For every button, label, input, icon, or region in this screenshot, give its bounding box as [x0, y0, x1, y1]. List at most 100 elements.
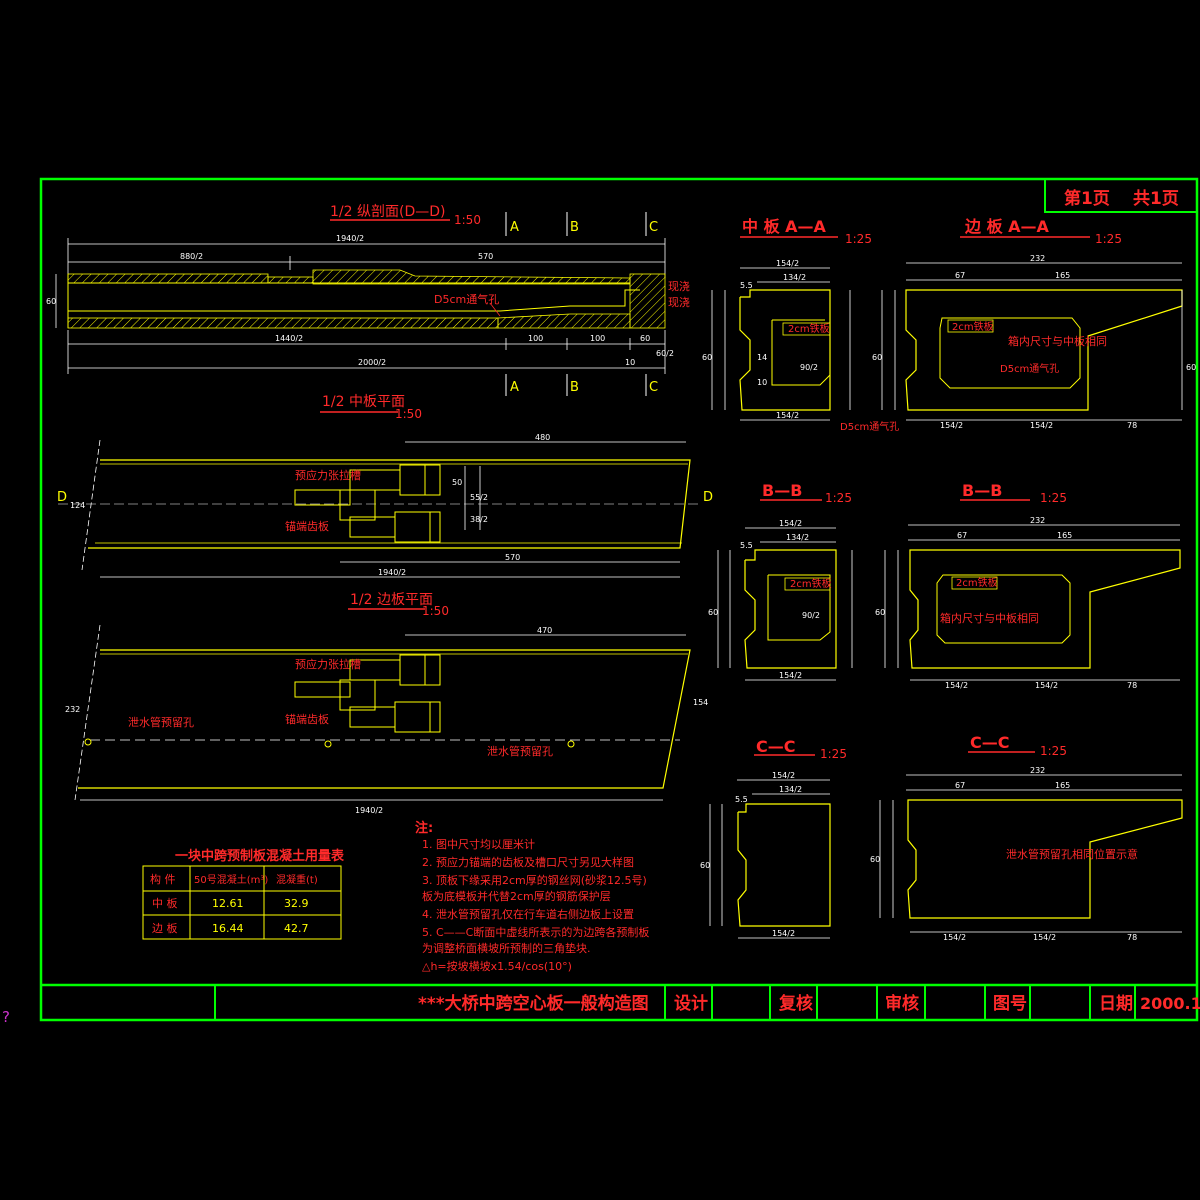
- table-row-1-weight: 42.7: [284, 922, 309, 935]
- edge-plan-dim-top: 470: [537, 626, 552, 635]
- edge-bb-section: B—B 1:25 232 67 165 2cm铁板 箱内尺寸与中板相同 154/…: [875, 481, 1181, 690]
- table-header-weight: 混凝重(t): [276, 873, 318, 886]
- edge-cc-left: 67: [955, 781, 965, 790]
- mid-cc-bot: 154/2: [772, 929, 795, 938]
- edge-bb-inner-label: 箱内尺寸与中板相同: [940, 611, 1039, 625]
- mid-aa-vent: D5cm通气孔: [840, 420, 899, 433]
- section-mark-b-bottom: B: [570, 380, 579, 395]
- mid-bb-steel-label: 2cm铁板: [790, 577, 832, 590]
- edge-aa-scale: 1:25: [1095, 232, 1122, 246]
- edge-aa-left: 67: [955, 271, 965, 280]
- mid-bb-w3: 90/2: [802, 611, 820, 620]
- note-line-7: 为调整桥面横坡所预制的三角垫块.: [422, 941, 591, 955]
- note-line-6: 5. C——C断面中虚线所表示的为边跨各预制板: [422, 925, 649, 939]
- dim-height: 60: [46, 297, 56, 306]
- mid-cc-title: C—C: [756, 737, 795, 756]
- edge-bb-left: 67: [957, 531, 967, 540]
- section-mark-a-top: A: [510, 220, 519, 235]
- quantity-table-title: 一块中跨预制板混凝土用量表: [175, 848, 345, 864]
- title-block: [214, 985, 1136, 1020]
- long-section-view: 1/2 纵剖面(D—D) 1:50 A B C A B C 1940/2 880…: [46, 204, 690, 396]
- dim-total-bottom: 2000/2: [358, 358, 386, 367]
- mid-aa-title: 中 板 A—A: [742, 217, 827, 236]
- note-line-8: △h=按坡横坡x1.54/cos(10°): [422, 959, 572, 973]
- section-mark-d-right: D: [703, 490, 713, 505]
- side-pour-label-2: 现浇: [668, 296, 690, 309]
- edge-aa-vent-label: D5cm通气孔: [1000, 362, 1059, 375]
- edge-plan-view: 1/2 边板平面 1:50 470 预应力张拉槽 锚端齿板 泄水管预留孔 泄水管…: [65, 592, 708, 815]
- edge-aa-bot2: 154/2: [1030, 421, 1053, 430]
- edge-cc-section: C—C 1:25 232 67 165 泄水管预留孔相同位置示意 154/2 1…: [870, 733, 1183, 942]
- edge-bb-h60: 60: [875, 608, 885, 617]
- dim-b3: 60: [640, 334, 650, 343]
- page-number: 第1页: [1064, 188, 1110, 209]
- mid-aa-h10: 10: [757, 378, 767, 387]
- section-mark-c-bottom: C: [649, 380, 658, 395]
- mid-aa-w2: 134/2: [783, 273, 806, 282]
- dim-right: 570: [478, 252, 493, 261]
- section-mark-a-bottom: A: [510, 380, 519, 395]
- note-line-1: 1. 图中尺寸均以厘米计: [422, 837, 535, 851]
- edge-aa-bot1: 154/2: [940, 421, 963, 430]
- edge-aa-h60r: 60: [1186, 363, 1196, 372]
- long-vent-label: D5cm通气孔: [434, 292, 499, 306]
- table-row-1-concrete: 16.44: [212, 922, 244, 935]
- mid-plan-dim-top: 480: [535, 433, 550, 442]
- section-mark-d-left: D: [57, 490, 67, 505]
- edge-plan-width: 232: [65, 705, 80, 714]
- mid-bb-title: B—B: [762, 481, 802, 500]
- mid-aa-w1: 154/2: [776, 259, 799, 268]
- mid-dim-d1: 50: [452, 478, 462, 487]
- notes-title: 注:: [415, 820, 433, 836]
- design-label: 设计: [674, 993, 708, 1014]
- note-line-2: 2. 预应力锚端的齿板及槽口尺寸另见大样图: [422, 855, 634, 869]
- edge-bb-steel-label: 2cm铁板: [956, 576, 998, 589]
- section-mark-c-top: C: [649, 220, 658, 235]
- mid-aa-h60: 60: [702, 353, 712, 362]
- edge-aa-title: 边 板 A—A: [964, 217, 1050, 236]
- mid-bb-scale: 1:25: [825, 491, 852, 505]
- edge-bb-bot1: 154/2: [945, 681, 968, 690]
- edge-bb-bot2: 154/2: [1035, 681, 1058, 690]
- mid-plan-view: 1/2 中板平面 1:50 480 D D 124 预应力张拉槽 锚端齿板: [57, 394, 713, 578]
- edge-plan-dim-bottom: 1940/2: [355, 806, 383, 815]
- edge-plan-side: 154: [693, 698, 708, 707]
- mid-aa-h14: 14: [757, 353, 767, 362]
- edge-cc-h60: 60: [870, 855, 880, 864]
- long-section-scale: 1:50: [454, 213, 481, 227]
- mid-dim-d2: 55/2: [470, 493, 488, 502]
- edge-cc-bot3: 78: [1127, 933, 1137, 942]
- corner-mark: ?: [2, 1008, 10, 1026]
- long-section-title: 1/2 纵剖面(D—D): [330, 204, 445, 220]
- dim-gap: 10: [625, 358, 635, 367]
- mid-plan-title: 1/2 中板平面: [322, 394, 405, 410]
- mid-cc-h60: 60: [700, 861, 710, 870]
- note-line-3: 3. 顶板下缘采用2cm厚的钢丝网(砂浆12.5号): [422, 873, 647, 887]
- edge-aa-section: 边 板 A—A 1:25 232 67 165 2cm铁板 箱内尺寸与中板相同 …: [872, 217, 1196, 430]
- edge-aa-h60: 60: [872, 353, 882, 362]
- table-row-1-name: 边 板: [152, 921, 178, 935]
- edge-cc-bot1: 154/2: [943, 933, 966, 942]
- note-line-5: 4. 泄水管预留孔仅在行车道右侧边板上设置: [422, 907, 634, 921]
- edge-anchor-tooth-label: 锚端齿板: [285, 712, 329, 726]
- check-label: 复核: [778, 993, 813, 1014]
- edge-cc-title: C—C: [970, 733, 1009, 752]
- side-pour-label: 现浇: [668, 280, 690, 293]
- edge-bb-scale: 1:25: [1040, 491, 1067, 505]
- drain-hole-right-label: 泄水管预留孔: [487, 744, 553, 758]
- mid-aa-section: 中 板 A—A 1:25 154/2 134/2 2cm铁板 154/2 90/…: [702, 217, 899, 433]
- page-info-box: 第1页 共1页: [1044, 178, 1198, 213]
- quantity-table: 一块中跨预制板混凝土用量表 构 件 50号混凝土(m³) 混凝重(t) 中 板 …: [142, 848, 345, 940]
- mid-cc-h55: 5.5: [735, 795, 748, 804]
- table-row-0-name: 中 板: [152, 896, 178, 910]
- edge-aa-right: 165: [1055, 271, 1070, 280]
- edge-bb-bot3: 78: [1127, 681, 1137, 690]
- mid-bb-w2: 134/2: [786, 533, 809, 542]
- note-line-4: 板为底模板并代替2cm厚的钢筋保护层: [422, 889, 611, 903]
- mid-aa-scale: 1:25: [845, 232, 872, 246]
- dim-b4: 60/2: [656, 349, 674, 358]
- mid-plan-scale: 1:50: [395, 407, 422, 421]
- dim-bottom-left: 1440/2: [275, 334, 303, 343]
- dim-total-top: 1940/2: [336, 234, 364, 243]
- page-total: 共1页: [1133, 189, 1179, 209]
